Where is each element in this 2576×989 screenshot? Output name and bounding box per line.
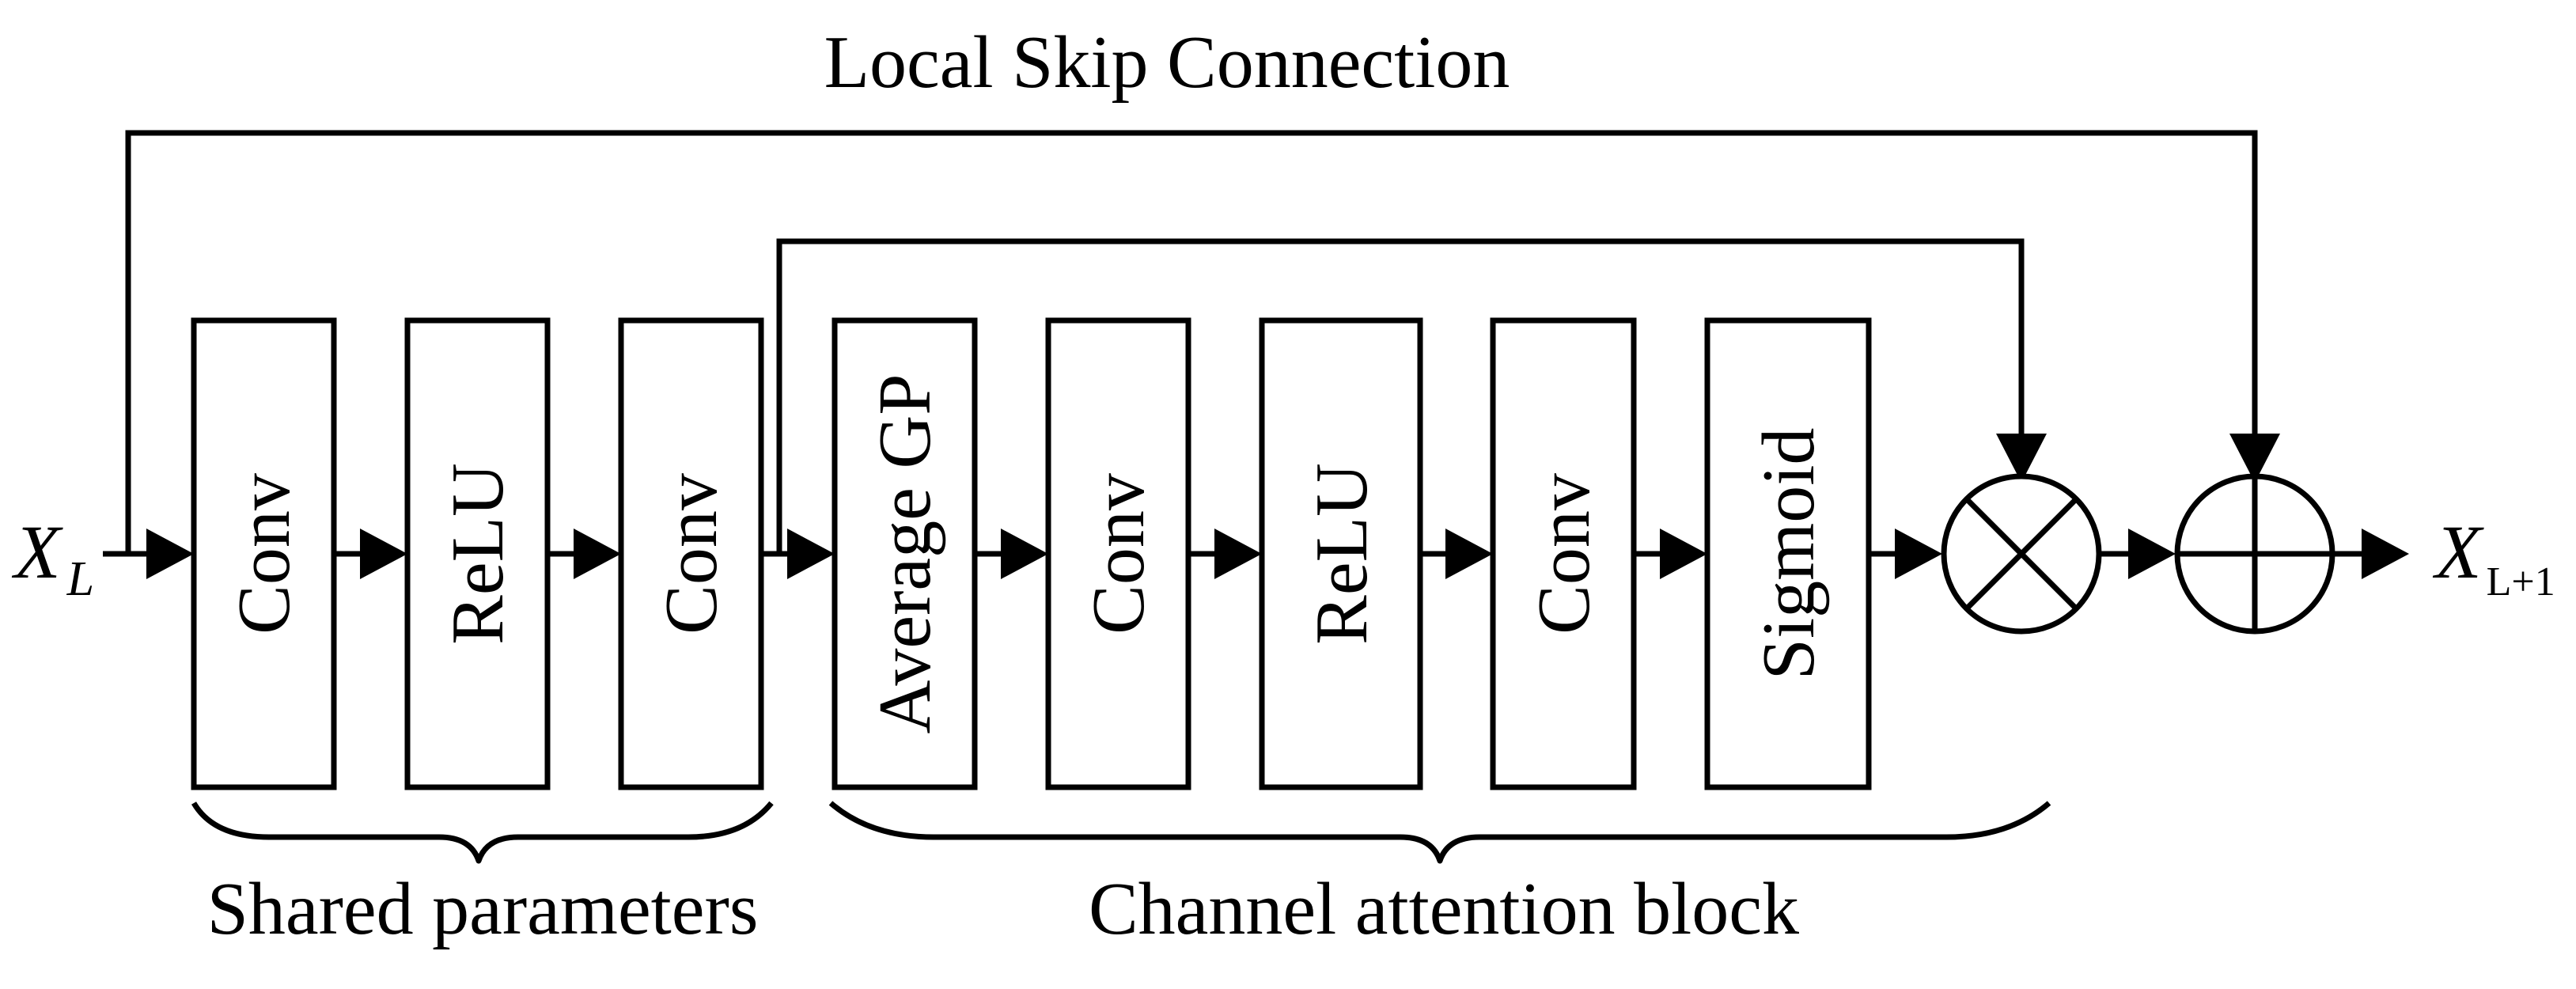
block-conv-1-label: Conv bbox=[223, 473, 305, 635]
input-label-sub: L bbox=[66, 552, 94, 606]
block-average-gp-label: Average GP bbox=[864, 373, 946, 733]
block-relu-1-label: ReLU bbox=[437, 463, 519, 645]
output-label-main: X bbox=[2432, 510, 2484, 594]
arrow-8 bbox=[1895, 529, 1942, 579]
local-skip-connection-line bbox=[125, 130, 2258, 554]
skip-arrowhead-multiply bbox=[1996, 434, 2047, 483]
block-conv-2-label: Conv bbox=[650, 473, 733, 635]
block-conv-2: Conv bbox=[618, 317, 764, 790]
inner-skip-line bbox=[776, 238, 2025, 554]
block-conv-4-label: Conv bbox=[1523, 473, 1605, 635]
block-conv-4: Conv bbox=[1490, 317, 1637, 790]
skip-connection-title: Local Skip Connection bbox=[824, 21, 1510, 104]
skip-arrowhead-add bbox=[2229, 434, 2280, 483]
block-relu-2-label: ReLU bbox=[1301, 463, 1383, 645]
channel-attention-brace bbox=[828, 801, 2051, 864]
arrow-3 bbox=[787, 529, 835, 579]
multiply-operator bbox=[1941, 473, 2102, 635]
arrow-input bbox=[146, 529, 194, 579]
arrow-4 bbox=[1001, 529, 1048, 579]
channel-attention-label: Channel attention block bbox=[1089, 868, 1799, 950]
block-sigmoid: Sigmoid bbox=[1704, 317, 1872, 790]
arrow-9 bbox=[2128, 529, 2176, 579]
arrow-7 bbox=[1660, 529, 1707, 579]
arrow-2 bbox=[574, 529, 621, 579]
arrow-1 bbox=[360, 529, 407, 579]
block-conv-3-label: Conv bbox=[1078, 473, 1160, 635]
block-sigmoid-label: Sigmoid bbox=[1748, 428, 1830, 680]
main-flow-connectors bbox=[103, 529, 2409, 579]
arrow-output bbox=[2362, 529, 2409, 579]
block-relu-2: ReLU bbox=[1259, 317, 1423, 790]
block-relu-1: ReLU bbox=[404, 317, 551, 790]
add-operator bbox=[2174, 473, 2335, 635]
output-label-sub: L+1 bbox=[2487, 559, 2555, 604]
arrow-5 bbox=[1214, 529, 1262, 579]
shared-parameters-label: Shared parameters bbox=[207, 868, 759, 950]
shared-parameters-brace bbox=[191, 801, 774, 864]
arrow-6 bbox=[1445, 529, 1493, 579]
block-conv-3: Conv bbox=[1045, 317, 1191, 790]
block-average-gp: Average GP bbox=[832, 317, 978, 790]
input-label-main: X bbox=[11, 510, 63, 594]
block-conv-1: Conv bbox=[191, 317, 337, 790]
